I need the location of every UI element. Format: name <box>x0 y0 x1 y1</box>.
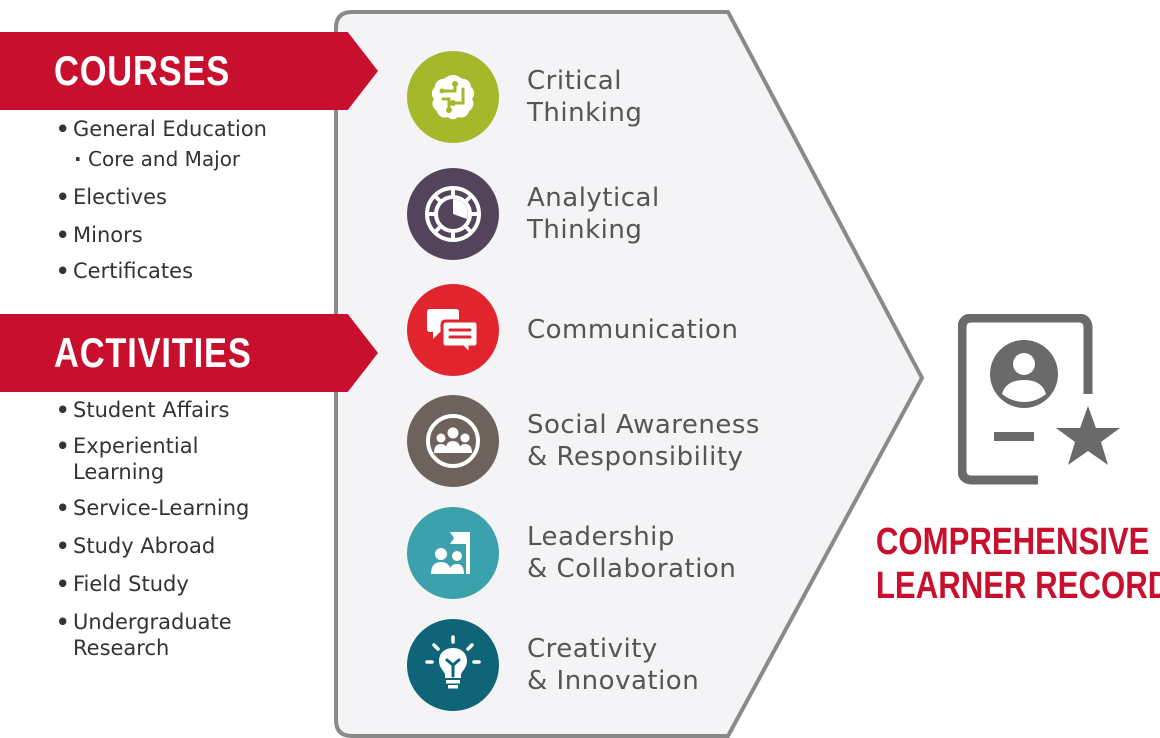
brain-circuit-icon <box>431 75 475 120</box>
people-group-icon <box>426 414 480 468</box>
activities-list: Student Affairs Experiential Learning Se… <box>56 397 296 661</box>
courses-banner: COURSES <box>0 32 378 110</box>
courses-title: COURSES <box>54 47 231 94</box>
skill-communication: Communication <box>407 284 738 376</box>
skill-circle <box>407 619 499 711</box>
list-item: Student Affairs <box>56 397 296 423</box>
list-item: Minors <box>56 222 267 248</box>
skill-circle <box>407 507 499 599</box>
skill-leadership: Leadership& Collaboration <box>407 507 736 599</box>
pie-target-icon <box>425 186 481 242</box>
list-item: Electives <box>56 184 267 210</box>
courses-list: General Education Core and Major Electiv… <box>56 116 267 284</box>
list-item: Undergraduate Research <box>56 609 263 661</box>
list-item: General Education <box>56 116 267 142</box>
skill-circle <box>407 51 499 143</box>
skill-label: Communication <box>527 315 739 345</box>
skill-label: Leadership& Collaboration <box>527 522 737 584</box>
list-item: Service-Learning <box>56 495 296 521</box>
skill-creativity: Creativity& Innovation <box>407 619 699 711</box>
skill-label: Creativity& Innovation <box>527 634 700 696</box>
list-item: Certificates <box>56 258 267 284</box>
skill-social-awareness: Social Awareness& Responsibility <box>407 395 760 487</box>
record-title: COMPREHENSIVE LEARNER RECORD <box>875 521 1160 607</box>
leader-flag-icon <box>431 532 470 574</box>
activities-title: ACTIVITIES <box>54 329 252 376</box>
skill-label: Social Awareness& Responsibility <box>527 410 760 472</box>
profile-star-icon <box>958 314 1120 485</box>
skill-circle <box>407 168 499 260</box>
skill-circle <box>407 395 499 487</box>
list-item: Field Study <box>56 571 296 597</box>
list-item: Experiential Learning <box>56 433 223 485</box>
skill-circle <box>407 284 499 376</box>
activities-banner: ACTIVITIES <box>0 314 378 392</box>
lightbulb-icon <box>425 635 481 689</box>
list-item: Study Abroad <box>56 533 296 559</box>
speech-bubbles-icon <box>427 309 480 358</box>
list-item: Core and Major <box>56 146 267 172</box>
